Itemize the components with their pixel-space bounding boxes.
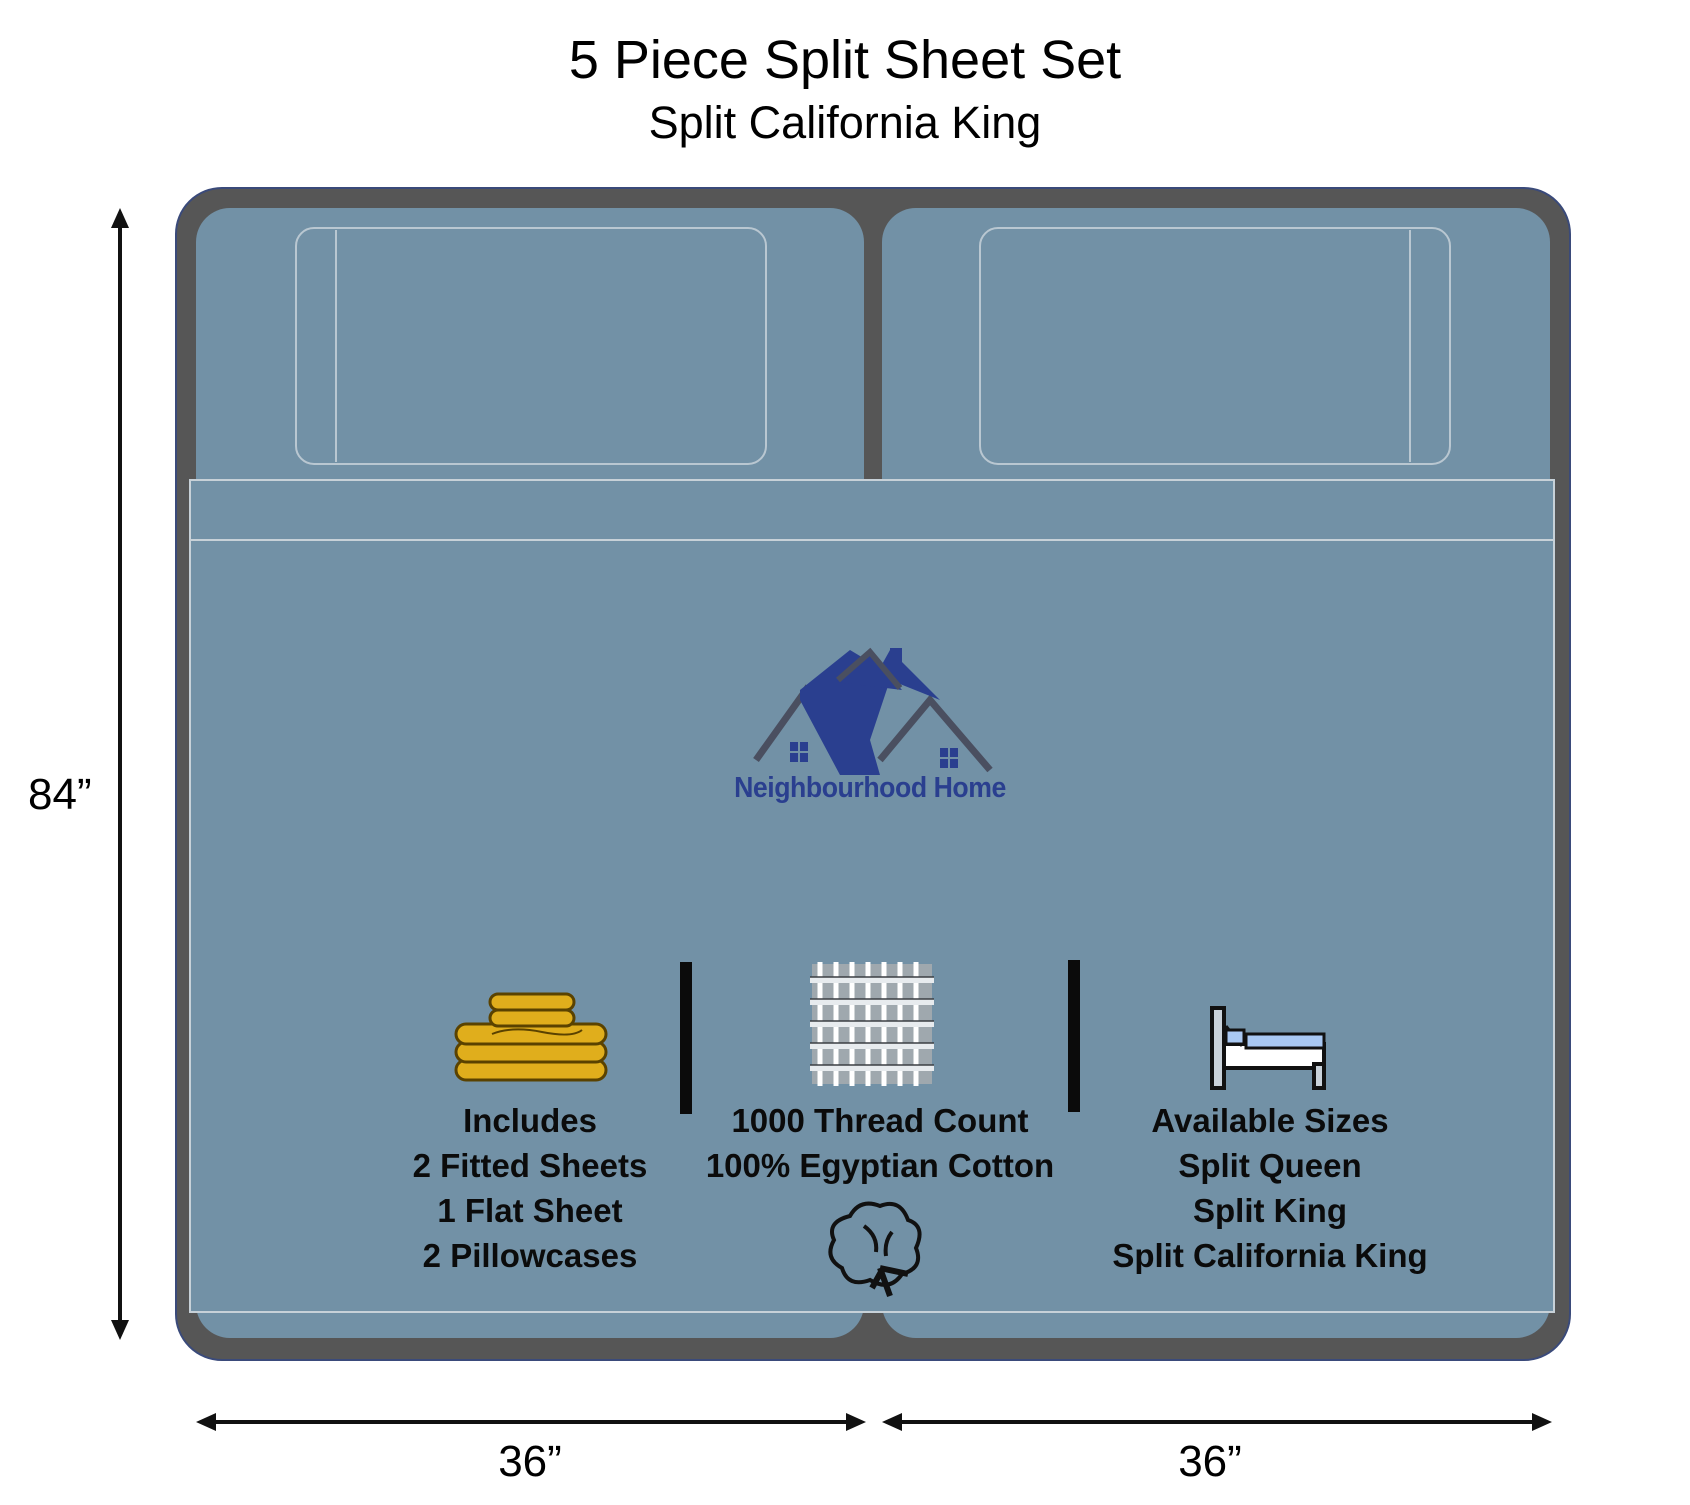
fabric-line-1: 1000 Thread Count — [731, 1102, 1029, 1139]
page-subtitle: Split California King — [648, 97, 1042, 148]
pillow-left — [295, 227, 767, 465]
logo-wordmark: Neighbourhood Home — [734, 772, 1006, 804]
divider-bar-1 — [680, 962, 692, 1114]
folded-sheets-icon — [454, 992, 608, 1082]
height-arrow — [111, 208, 129, 1340]
includes-line-1: Includes — [463, 1102, 597, 1139]
width-arrow-left — [196, 1413, 866, 1431]
sizes-line-2: Split Queen — [1178, 1147, 1362, 1184]
includes-line-4: 2 Pillowcases — [422, 1237, 638, 1274]
fabric-line-2: 100% Egyptian Cotton — [705, 1147, 1055, 1184]
includes-line-2: 2 Fitted Sheets — [412, 1147, 648, 1184]
cotton-boll-icon — [828, 1201, 922, 1298]
bed-icon — [1210, 1006, 1326, 1090]
woven-fabric-icon — [810, 962, 934, 1086]
includes-line-3: 1 Flat Sheet — [437, 1192, 623, 1229]
height-label: 84” — [28, 770, 92, 819]
divider-bar-2 — [1068, 960, 1080, 1112]
sizes-line-3: Split King — [1193, 1192, 1347, 1229]
house-roofs-logo — [753, 647, 993, 775]
sizes-list: Available Sizes Split Queen Split King S… — [1090, 1098, 1450, 1278]
includes-list: Includes 2 Fitted Sheets 1 Flat Sheet 2 … — [390, 1098, 670, 1278]
pillow-right — [979, 227, 1451, 465]
sizes-line-4: Split California King — [1112, 1237, 1428, 1274]
page-title: 5 Piece Split Sheet Set — [568, 30, 1122, 90]
sizes-line-1: Available Sizes — [1151, 1102, 1389, 1139]
fabric-info: 1000 Thread Count 100% Egyptian Cotton — [680, 1098, 1080, 1188]
flat-sheet — [189, 479, 1555, 1313]
width-arrow-right — [882, 1413, 1552, 1431]
width-left-label: 36” — [498, 1437, 562, 1486]
width-right-label: 36” — [1178, 1437, 1242, 1486]
